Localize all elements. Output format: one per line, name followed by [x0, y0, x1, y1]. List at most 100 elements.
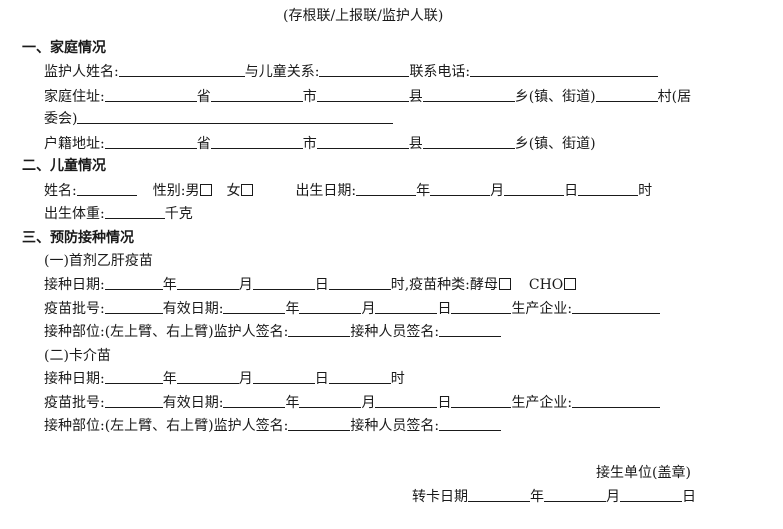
bcg-year-text: 年 [162, 371, 177, 387]
bcg-expiry-month-field[interactable] [299, 393, 362, 408]
hepb-manufacturer-field[interactable] [572, 299, 661, 314]
hukou-province-field[interactable] [104, 134, 197, 149]
hepb-staff-sig-label: 接种人员签名: [350, 324, 440, 340]
phone-label: 联系电话: [409, 64, 471, 80]
hepb-manufacturer-label: 生产企业: [511, 301, 573, 317]
hukou-county-text: 县 [408, 136, 423, 152]
town-text: 乡(镇、街道) [514, 89, 596, 105]
kg-text: 千克 [164, 206, 193, 222]
birth-year-field[interactable] [356, 181, 417, 196]
address-city-field[interactable] [210, 87, 303, 102]
city-text: 市 [302, 89, 317, 105]
bcg-heading: (二)卡介苗 [44, 348, 111, 364]
row-bcg-batch: 疫苗批号:有效日期:年月日生产企业: [44, 393, 661, 413]
transfer-day-text: 日 [682, 489, 696, 505]
bcg-guardian-sig-field[interactable] [288, 416, 351, 431]
transfer-day-field[interactable] [620, 487, 682, 502]
hepb-date-label: 接种日期: [44, 277, 105, 293]
row-hepb-batch: 疫苗批号:有效日期:年月日生产企业: [44, 299, 661, 319]
transfer-year-field[interactable] [468, 487, 530, 502]
hukou-county-field[interactable] [316, 134, 409, 149]
birth-day-field[interactable] [504, 181, 565, 196]
row-address: 家庭住址:省市县乡(镇、街道)村(居 [44, 87, 691, 107]
transfer-year-text: 年 [530, 489, 544, 505]
guardian-name-field[interactable] [118, 62, 245, 77]
bcg-month-field[interactable] [176, 369, 239, 384]
bcg-expiry-year-text: 年 [285, 395, 300, 411]
row-hukou: 户籍地址:省市县乡(镇、街道) [44, 134, 596, 154]
bcg-expiry-label: 有效日期: [162, 395, 224, 411]
delivery-unit-stamp: 接生单位(盖章) [596, 465, 691, 481]
bcg-staff-sig-label: 接种人员签名: [350, 418, 440, 434]
bcg-hour-text: 时 [390, 371, 405, 387]
hepb-staff-sig-field[interactable] [439, 322, 502, 337]
child-name-field[interactable] [76, 181, 137, 196]
gender-label: 性别: [152, 183, 186, 199]
row-committee: 委会) [44, 109, 394, 129]
hepb-expiry-month-text: 月 [361, 301, 376, 317]
gender-male-checkbox[interactable] [200, 184, 213, 196]
bcg-month-text: 月 [238, 371, 253, 387]
gender-female-label: 女 [226, 183, 241, 199]
bcg-day-text: 日 [314, 371, 329, 387]
row-hepb-site: 接种部位:(左上臂、右上臂)监护人签名:接种人员签名: [44, 322, 502, 342]
address-town-field[interactable] [422, 87, 515, 102]
committee-field[interactable] [77, 109, 394, 124]
gender-female-checkbox[interactable] [241, 184, 254, 196]
bcg-guardian-sig-label: 监护人签名: [213, 418, 289, 434]
hepb-expiry-year-field[interactable] [223, 299, 286, 314]
hepb-batch-field[interactable] [104, 299, 163, 314]
address-province-field[interactable] [104, 87, 197, 102]
hepb-expiry-month-field[interactable] [299, 299, 362, 314]
bcg-expiry-month-text: 月 [361, 395, 376, 411]
birth-month-field[interactable] [430, 181, 491, 196]
hepb-expiry-day-field[interactable] [375, 299, 438, 314]
bcg-date-label: 接种日期: [44, 371, 105, 387]
bcg-site-label: 接种部位:(左上臂、右上臂) [44, 418, 214, 434]
hepb-day-field[interactable] [252, 275, 315, 290]
bcg-manufacturer-field[interactable] [572, 393, 661, 408]
hepb-expiry-label: 有效日期: [162, 301, 224, 317]
hukou-town-field[interactable] [422, 134, 515, 149]
row-transfer-date: 转卡日期年月日 [412, 487, 696, 507]
address-label: 家庭住址: [44, 89, 105, 105]
bcg-spacer-field[interactable] [451, 393, 512, 408]
birth-hour-field[interactable] [578, 181, 639, 196]
hukou-label: 户籍地址: [44, 136, 105, 152]
birth-weight-field[interactable] [104, 204, 165, 219]
address-village-field[interactable] [595, 87, 658, 102]
transfer-date-label: 转卡日期 [412, 489, 468, 505]
bcg-hour-field[interactable] [328, 369, 391, 384]
phone-field[interactable] [470, 62, 659, 77]
bcg-expiry-year-field[interactable] [223, 393, 286, 408]
hepb-day-text: 日 [314, 277, 329, 293]
child-name-label: 姓名: [44, 183, 77, 199]
hepb-month-field[interactable] [176, 275, 239, 290]
hukou-city-field[interactable] [210, 134, 303, 149]
bcg-year-field[interactable] [104, 369, 163, 384]
birth-day-text: 日 [564, 183, 579, 199]
bcg-staff-sig-field[interactable] [439, 416, 502, 431]
transfer-month-field[interactable] [544, 487, 606, 502]
address-county-field[interactable] [316, 87, 409, 102]
hepb-month-text: 月 [238, 277, 253, 293]
bcg-day-field[interactable] [252, 369, 315, 384]
relation-field[interactable] [319, 62, 410, 77]
hepb-year-text: 年 [162, 277, 177, 293]
bcg-expiry-day-field[interactable] [375, 393, 438, 408]
yeast-checkbox[interactable] [498, 278, 511, 290]
hepb-hour-field[interactable] [328, 275, 391, 290]
gender-male-label: 男 [185, 183, 200, 199]
hepb-guardian-sig-label: 监护人签名: [213, 324, 289, 340]
cho-checkbox[interactable] [564, 278, 577, 290]
hepb-year-field[interactable] [104, 275, 163, 290]
birth-hour-text: 时 [638, 183, 653, 199]
guardian-name-label: 监护人姓名: [44, 64, 119, 80]
birth-year-text: 年 [416, 183, 431, 199]
hepb-guardian-sig-field[interactable] [288, 322, 351, 337]
bcg-batch-field[interactable] [104, 393, 163, 408]
hepb-spacer-field[interactable] [451, 299, 512, 314]
hukou-province-text: 省 [196, 136, 211, 152]
birth-month-text: 月 [490, 183, 505, 199]
